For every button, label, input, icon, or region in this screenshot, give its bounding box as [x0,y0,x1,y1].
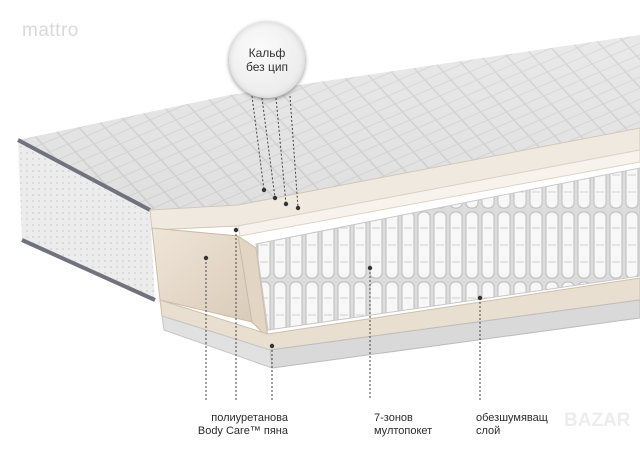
label-noise: обезшумяващ слой [476,412,548,438]
corner-badge: BAZAR [564,410,631,431]
label-noise-line-1: обезшумяващ [476,412,548,424]
callout-lines [251,95,299,209]
callout-line-1: Кальф [248,46,286,60]
label-lines [205,230,481,400]
callout-bubble: Кальф без цип [229,22,305,98]
label-foam-line-2: Body Care™ пяна [197,425,288,437]
label-foam-line-1: полиуретанова [211,412,288,424]
label-springs-line-2: мултопокет [374,425,433,437]
label-noise-line-2: слой [476,425,501,437]
pocket-springs [255,167,640,331]
label-springs-line-1: 7-зонов [374,412,413,424]
callout-line-2: без цип [245,60,289,74]
label-springs: 7-зонов мултопокет [374,412,432,438]
label-foam: полиуретанова Body Care™ пяна [196,412,288,438]
watermark: mattro [22,20,79,41]
mattress-side [18,140,155,300]
